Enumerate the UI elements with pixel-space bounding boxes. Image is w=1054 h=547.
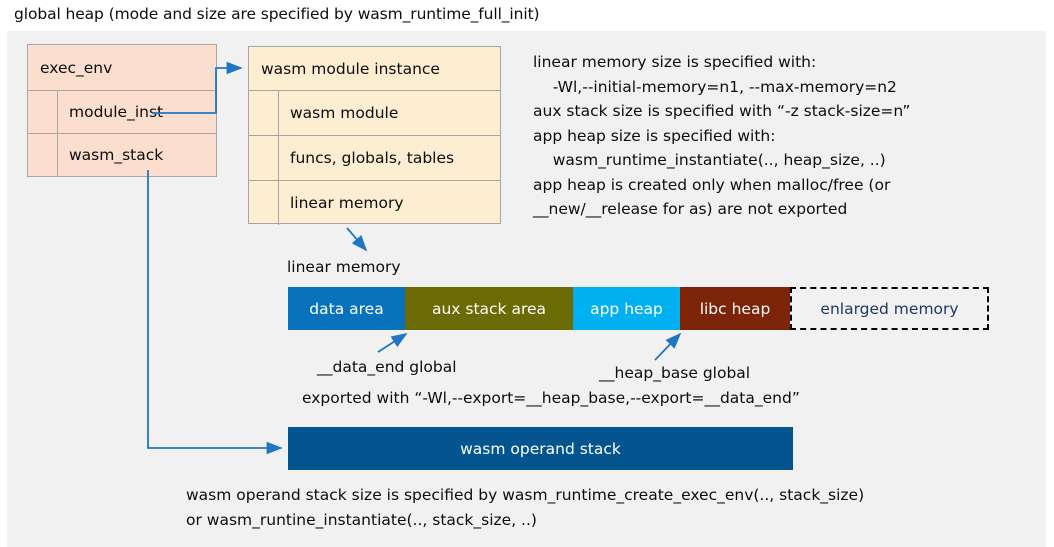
indent-cell	[249, 136, 279, 180]
data-end-annotation: __data_end global	[317, 358, 457, 376]
memory-segment-data-area: data area	[288, 287, 405, 330]
memory-segment-label: enlarged memory	[820, 299, 959, 318]
exec-env-title: exec_env	[40, 58, 113, 77]
exported-with-annotation: exported with “-Wl,--export=__heap_base,…	[302, 389, 800, 407]
memory-segment-app-heap: app heap	[573, 287, 680, 330]
memory-segment-label: data area	[309, 299, 384, 318]
module-instance-row-wasm-module: wasm module	[249, 91, 500, 136]
memory-segment-label: libc heap	[699, 299, 771, 318]
wasm-operand-stack-box: wasm operand stack	[288, 427, 793, 470]
operand-stack-notes: wasm operand stack size is specified by …	[186, 486, 865, 529]
linear-memory-strip: data area aux stack area app heap libc heap…	[288, 287, 989, 330]
exec-env-row-module-inst: module_inst	[28, 91, 216, 134]
linear-memory-label: linear memory	[290, 194, 404, 212]
wasm-stack-label: wasm_stack	[69, 146, 164, 164]
module-instance-header-row: wasm module instance	[249, 47, 500, 91]
wasm-module-label: wasm module	[290, 104, 399, 122]
memory-segment-libc-heap: libc heap	[680, 287, 790, 330]
module-instance-row-funcs-globals-tables: funcs, globals, tables	[249, 136, 500, 181]
exec-env-header-row: exec_env	[28, 45, 216, 91]
wasm-module-instance-box: wasm module instance wasm module funcs, …	[248, 46, 501, 225]
linear-memory-caption: linear memory	[287, 258, 401, 276]
exec-env-row-wasm-stack: wasm_stack	[28, 134, 216, 176]
wasm-operand-stack-label: wasm operand stack	[460, 439, 621, 458]
linear-memory-notes: linear memory size is specified with: -W…	[533, 53, 911, 218]
page-title: global heap (mode and size are specified…	[14, 5, 540, 23]
indent-cell	[249, 91, 279, 135]
memory-segment-label: app heap	[590, 299, 663, 318]
memory-segment-enlarged-memory: enlarged memory	[790, 287, 989, 330]
module-instance-row-linear-memory: linear memory	[249, 181, 500, 225]
module-inst-label: module_inst	[69, 103, 164, 121]
memory-segment-aux-stack-area: aux stack area	[405, 287, 573, 330]
indent-cell	[28, 91, 58, 133]
module-instance-title: wasm module instance	[261, 59, 440, 78]
indent-cell	[249, 181, 279, 225]
heap-base-annotation: __heap_base global	[599, 364, 751, 382]
exec-env-box: exec_env module_inst wasm_stack	[27, 44, 217, 177]
funcs-globals-tables-label: funcs, globals, tables	[290, 149, 455, 167]
memory-segment-label: aux stack area	[431, 299, 547, 318]
indent-cell	[28, 134, 58, 176]
